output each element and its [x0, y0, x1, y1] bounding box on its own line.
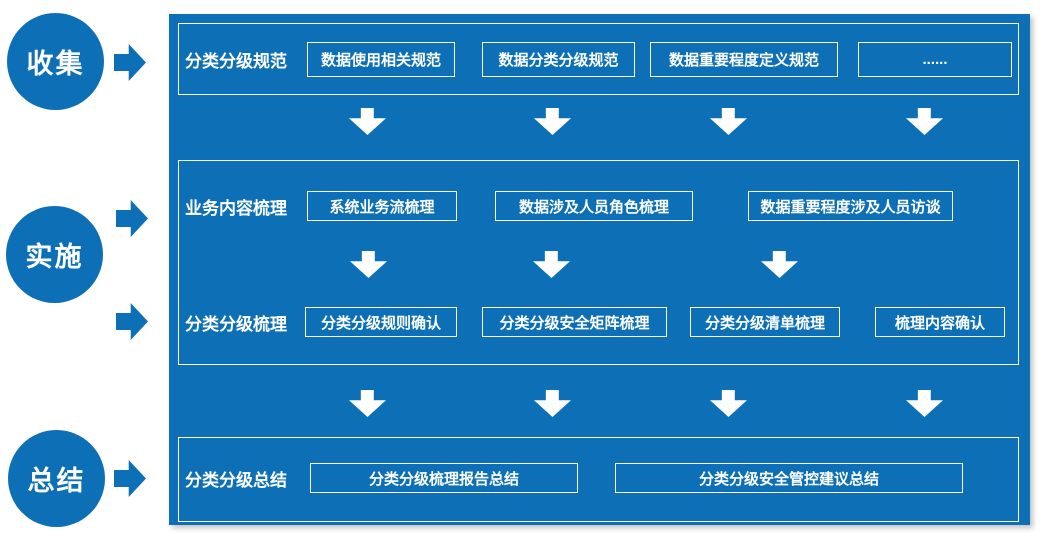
sorting-item-box: 分类分级清单梳理 — [690, 307, 840, 337]
summary-item-box: 分类分级梳理报告总结 — [310, 463, 578, 493]
business-item-box: 数据重要程度涉及人员访谈 — [748, 191, 953, 221]
spec-item-box: 数据重要程度定义规范 — [650, 42, 838, 77]
business-item-box: 系统业务流梳理 — [307, 191, 457, 221]
stage-label-implement: 实施 — [25, 242, 84, 272]
right-arrow-icon — [116, 200, 148, 237]
section-sorting-label: 分类分级梳理 — [185, 314, 287, 334]
right-arrow-icon — [114, 460, 146, 497]
section-spec-label: 分类分级规范 — [185, 52, 287, 71]
right-arrow-icon — [116, 303, 148, 340]
spec-item-box-ellipsis: ...... — [858, 42, 1012, 77]
sorting-item-box: 分类分级安全矩阵梳理 — [482, 307, 667, 337]
down-arrow-icon — [906, 390, 943, 417]
section-summary-label: 分类分级总结 — [185, 470, 287, 490]
spec-item-box: 数据使用相关规范 — [307, 42, 455, 77]
stage-circle-collect: 收集 — [7, 13, 104, 110]
down-arrow-icon — [349, 390, 386, 417]
section-implement-box — [178, 160, 1019, 365]
sorting-item-box: 梳理内容确认 — [875, 307, 1005, 337]
down-arrow-icon — [534, 108, 571, 135]
business-item-box: 数据涉及人员角色梳理 — [495, 191, 693, 221]
section-summary-box — [178, 437, 1019, 522]
stage-label-summarize: 总结 — [27, 466, 86, 496]
down-arrow-icon — [710, 390, 747, 417]
spec-item-box: 数据分类分级规范 — [482, 42, 635, 77]
section-business-label: 业务内容梳理 — [185, 198, 287, 218]
right-arrow-icon — [114, 44, 146, 81]
down-arrow-icon — [534, 390, 571, 417]
down-arrow-icon — [906, 108, 943, 135]
stage-circle-implement: 实施 — [6, 206, 103, 303]
section-spec-box — [178, 23, 1019, 95]
down-arrow-icon — [710, 108, 747, 135]
summary-item-box: 分类分级安全管控建议总结 — [615, 463, 963, 493]
main-panel: 分类分级规范 数据使用相关规范 数据分类分级规范 数据重要程度定义规范 ....… — [169, 14, 1030, 525]
stage-label-collect: 收集 — [26, 49, 85, 79]
stage-circle-summarize: 总结 — [8, 430, 105, 527]
down-arrow-icon — [349, 108, 386, 135]
sorting-item-box: 分类分级规则确认 — [305, 307, 457, 337]
